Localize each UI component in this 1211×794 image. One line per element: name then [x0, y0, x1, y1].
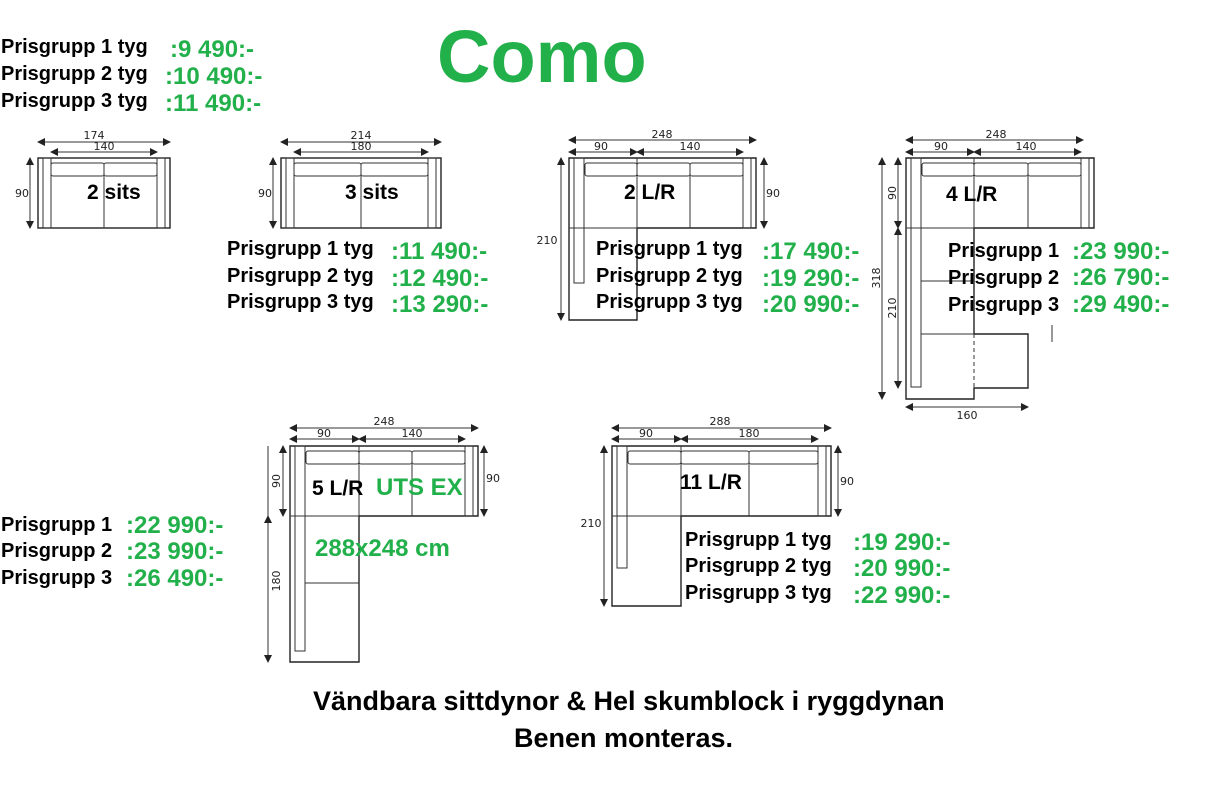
price-label-2lr-3: Prisgrupp 3 tyg	[596, 291, 743, 313]
price-value-5lr-3: :26 490:-	[126, 565, 224, 592]
dim-11lr-corner-width: 90	[639, 427, 653, 440]
footer-line-2: Benen monteras.	[514, 723, 734, 753]
dim-3sits-total-width: 214	[351, 129, 372, 142]
price-value-3sits-1: :11 490:-	[391, 238, 488, 265]
price-value-4lr-1: :23 990:-	[1072, 238, 1170, 265]
footer-line-1: Vändbara sittdynor & Hel skumblock i ryg…	[313, 686, 945, 716]
diagram-4-lr: 248 90 140 318 90 210 160	[870, 128, 1095, 422]
price-value-2lr-1: :17 490:-	[762, 238, 860, 265]
model-label-2-sits: 2 sits	[87, 181, 141, 204]
dim-5lr-total-width: 248	[374, 415, 395, 428]
price-label-11lr-1: Prisgrupp 1 tyg	[685, 529, 832, 551]
intro-price-label-1: Prisgrupp 1 tyg	[1, 36, 148, 58]
intro-price-value-2: :10 490:-	[165, 63, 263, 90]
dim-4lr-total-width: 248	[986, 128, 1007, 141]
price-label-3sits-2: Prisgrupp 2 tyg	[227, 265, 374, 287]
price-value-11lr-1: :19 290:-	[853, 529, 951, 556]
price-value-2lr-3: :20 990:-	[762, 291, 860, 318]
price-label-2lr-2: Prisgrupp 2 tyg	[596, 265, 743, 287]
price-label-11lr-3: Prisgrupp 3 tyg	[685, 582, 832, 604]
diagram-5-lr: 248 90 140 90 180 90	[264, 415, 500, 663]
dim-2lr-length: 210	[537, 234, 558, 247]
dim-5lr-corner-width: 90	[317, 427, 331, 440]
price-label-5lr-3: Prisgrupp 3	[1, 567, 113, 589]
price-value-3sits-3: :13 290:-	[391, 291, 489, 318]
model-size-note-5-lr: 288x248 cm	[315, 535, 450, 562]
dim-11lr-length: 210	[581, 517, 602, 530]
model-label-5-lr-extra: UTS EX	[376, 474, 463, 501]
model-label-11-lr: 11 L/R	[680, 471, 742, 494]
price-label-4lr-2: Prisgrupp 2	[948, 267, 1060, 289]
dim-2lr-corner-width: 90	[594, 140, 608, 153]
price-label-11lr-2: Prisgrupp 2 tyg	[685, 555, 832, 577]
page-title: Como	[437, 15, 647, 98]
dim-5lr-depth-top: 90	[270, 474, 283, 488]
price-label-4lr-1: Prisgrupp 1	[948, 240, 1060, 262]
diagram-3-sits: 214 180 90	[258, 129, 442, 229]
dim-11lr-total-width: 288	[710, 415, 731, 428]
intro-price-label-3: Prisgrupp 3 tyg	[1, 90, 148, 112]
dim-5lr-length: 180	[270, 571, 283, 592]
dim-2sits-seat-width: 140	[94, 140, 115, 153]
intro-price-value-3: :11 490:-	[165, 90, 262, 117]
price-value-5lr-2: :23 990:-	[126, 538, 224, 565]
dim-5lr-seat-width: 140	[402, 427, 423, 440]
dim-4lr-corner-width: 90	[934, 140, 948, 153]
price-value-11lr-3: :22 990:-	[853, 582, 951, 609]
dim-11lr-depth: 90	[840, 475, 854, 488]
price-value-3sits-2: :12 490:-	[391, 265, 489, 292]
dim-3sits-seat-width: 180	[351, 140, 372, 153]
dim-11lr-seat-width: 180	[739, 427, 760, 440]
diagram-2-sits: 174 140 90	[15, 129, 171, 229]
model-label-2-lr: 2 L/R	[624, 181, 676, 204]
price-label-2lr-1: Prisgrupp 1 tyg	[596, 238, 743, 260]
dim-2sits-total-width: 174	[84, 129, 105, 142]
intro-price-value-1: :9 490:-	[170, 36, 255, 63]
price-value-4lr-3: :29 490:-	[1072, 291, 1170, 318]
model-label-5-lr: 5 L/R	[312, 477, 364, 500]
price-value-2lr-2: :19 290:-	[762, 265, 860, 292]
diagram-11-lr: 288 90 180 210 90	[581, 415, 854, 607]
dim-2sits-depth: 90	[15, 187, 29, 200]
dim-2lr-depth: 90	[766, 187, 780, 200]
price-value-5lr-1: :22 990:-	[126, 512, 224, 539]
dim-2lr-seat-width: 140	[680, 140, 701, 153]
diagram-2-lr: 248 90 140 210 90	[537, 128, 780, 321]
price-label-4lr-3: Prisgrupp 3	[948, 294, 1060, 316]
price-label-5lr-2: Prisgrupp 2	[1, 540, 113, 562]
dim-5lr-depth-right: 90	[486, 472, 500, 485]
dim-4lr-total-length: 318	[870, 268, 883, 289]
price-value-11lr-2: :20 990:-	[853, 555, 951, 582]
price-label-3sits-1: Prisgrupp 1 tyg	[227, 238, 374, 260]
dim-3sits-depth: 90	[258, 187, 272, 200]
price-label-3sits-3: Prisgrupp 3 tyg	[227, 291, 374, 313]
model-label-3-sits: 3 sits	[345, 181, 399, 204]
dim-4lr-depth: 90	[886, 186, 899, 200]
dim-4lr-bottom-width: 160	[957, 409, 978, 422]
dim-4lr-seat-width: 140	[1016, 140, 1037, 153]
model-label-4-lr: 4 L/R	[946, 183, 998, 206]
price-value-4lr-2: :26 790:-	[1072, 264, 1170, 291]
dim-4lr-length: 210	[886, 298, 899, 319]
price-label-5lr-1: Prisgrupp 1	[1, 514, 113, 536]
dim-2lr-total-width: 248	[652, 128, 673, 141]
intro-price-label-2: Prisgrupp 2 tyg	[1, 63, 148, 85]
